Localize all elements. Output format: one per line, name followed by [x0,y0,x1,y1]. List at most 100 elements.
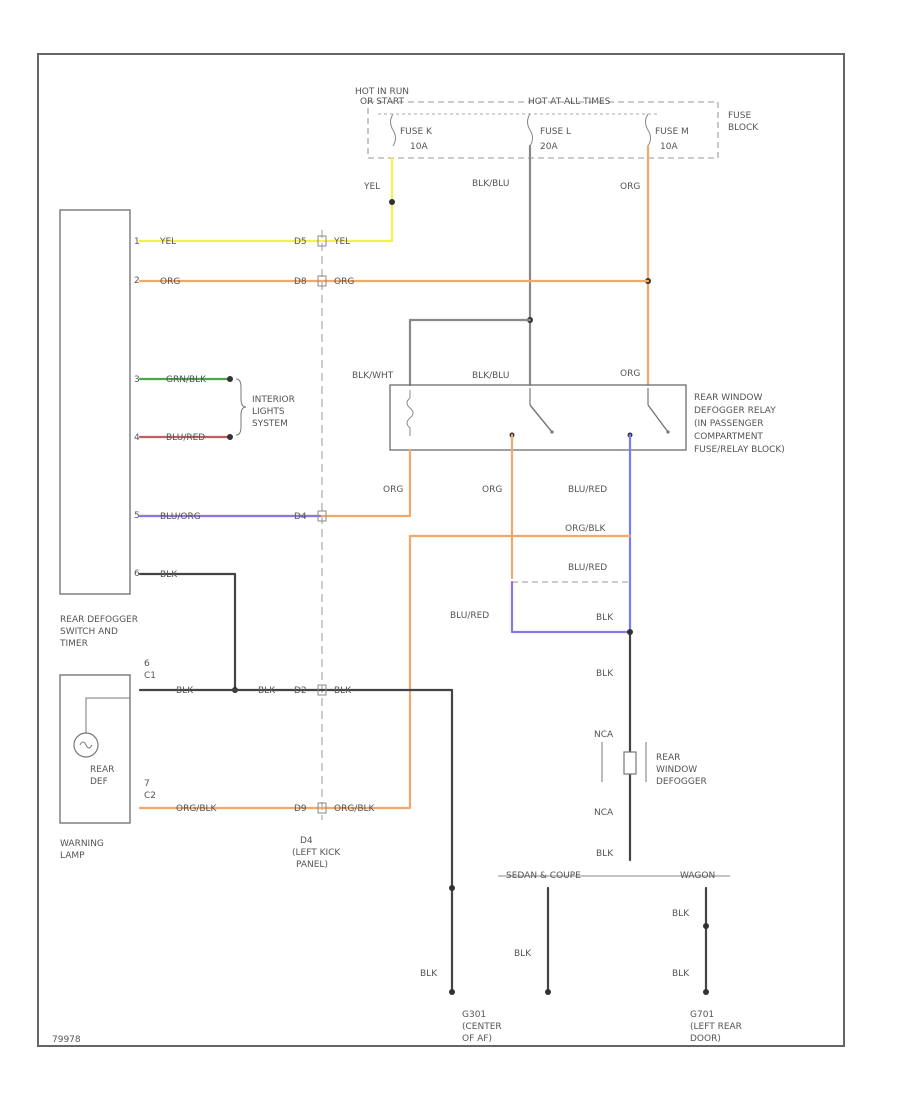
rear-def-label-1: REAR [90,765,114,775]
wire-yel [138,200,394,243]
pin-d9: D9 [294,804,307,814]
rear-defogger-switch-label-2: SWITCH AND [60,627,118,637]
label-yel-1: YEL [159,237,176,247]
interior-lights-label-2: LIGHTS [252,407,285,417]
wire-blk-switch [138,572,237,692]
pin-d8: D8 [294,277,307,287]
rear-window-defogger-element [623,751,637,775]
label-blu-red-interior: BLU/RED [166,433,205,443]
switch-pin-5: 5 [134,511,140,521]
g701-label-1: G701 [690,1010,714,1020]
sedan-label: SEDAN & COUPE [506,871,581,881]
label-grn-blk: GRN/BLK [166,375,207,385]
label-yel-2: YEL [333,237,350,247]
rear-defogger-switch-box [59,209,131,595]
label-blk-6: BLK [672,969,690,979]
rear-window-defogger-label-1: REAR [656,753,680,763]
label-blk-7: BLK [160,570,178,580]
relay-contact-1 [529,388,554,434]
rear-defogger-switch-label-3: TIMER [59,639,88,649]
lamp-pin-c1: C1 [144,671,156,681]
rear-defogger-switch-label-1: REAR DEFOGGER [60,615,138,625]
label-blu-red-1: BLU/RED [568,485,607,495]
label-org-blk-2: ORG/BLK [176,804,218,814]
relay-coil [406,390,414,436]
interior-lights-label-3: SYSTEM [252,419,288,429]
interior-lights-bracket [235,378,247,436]
label-blk-8: BLK [176,686,194,696]
g301-label-1: G301 [462,1010,486,1020]
label-blu-org: BLU/ORG [160,512,201,522]
node-blk-g301-1 [449,885,455,891]
nca-bottom: NCA [594,808,614,818]
wire-blk-wht [408,318,532,387]
node-blk-wagon-2 [703,989,709,995]
fuse-block-hot-at-all-times: HOT AT ALL TIMES [528,97,611,107]
label-blk-wht: BLK/WHT [352,371,394,381]
interior-lights-label-1: INTERIOR [252,395,295,405]
switch-pin-1: 1 [134,237,140,247]
fuse-block-outline [367,101,719,159]
warning-lamp-label-2: LAMP [60,851,85,861]
label-org-4: ORG [334,277,354,287]
d4-label-3: PANEL) [296,860,328,870]
fuse-m-amp: 10A [660,142,678,152]
warning-lamp-filament [79,741,93,749]
warning-lamp-label-1: WARNING [60,839,104,849]
lamp-pin-7: 7 [144,779,150,789]
relay-label-5: FUSE/RELAY BLOCK) [694,445,785,455]
label-blk-11: BLK [420,969,438,979]
label-blk-5: BLK [672,909,690,919]
node-blk-1 [627,629,633,635]
fuse-k-label: FUSE K [400,127,433,137]
label-org-blk-3: ORG/BLK [334,804,376,814]
g701-label-3: DOOR) [690,1034,721,1044]
node-blk-sedan [545,989,551,995]
lamp-pin-c2: C2 [144,791,156,801]
node-blk-wagon-1 [703,923,709,929]
fuse-m-symbol [645,113,651,147]
d4-ticks [317,235,327,814]
fuse-l-amp: 20A [540,142,558,152]
fuse-l-label: FUSE L [540,127,571,137]
node-grn-blk [227,376,233,382]
label-blk-2: BLK [596,669,614,679]
diagram-frame [37,53,845,1047]
label-blk-3: BLK [596,849,614,859]
diagram-code: 79978 [52,1035,81,1045]
label-org-1: ORG [620,182,640,192]
fuse-block-or-start: OR START [360,97,404,107]
switch-pin-6: 6 [134,569,140,579]
d4-label-2: (LEFT KICK [292,848,341,858]
relay-box [389,384,687,451]
label-org-blk-1: ORG/BLK [565,524,607,534]
label-org-2: ORG [620,369,640,379]
pin-d4: D4 [294,512,307,522]
nca-top: NCA [594,730,614,740]
relay-contact-2 [647,388,670,434]
fuse-l-symbol [527,113,533,147]
node-blu-red-interior [227,434,233,440]
fuse-block-hot-in-run: HOT IN RUN [355,87,409,97]
label-blk-blu-1: BLK/BLU [472,179,509,189]
warning-lamp-wire [85,697,130,733]
label-org-5: ORG [383,485,403,495]
fuse-k-symbol [390,113,396,147]
node-yel [389,199,395,205]
switch-pin-2: 2 [134,276,140,286]
d4-label-1: D4 [300,836,313,846]
pin-d5: D5 [294,237,307,247]
fuse-block-label-1: FUSE [728,111,751,121]
switch-pin-3: 3 [134,375,140,385]
g301-label-3: OF AF) [462,1034,492,1044]
relay-label-1: REAR WINDOW [694,393,763,403]
pin-d2: D2 [294,686,307,696]
rear-window-defogger-label-2: WINDOW [656,765,697,775]
relay-label-3: (IN PASSENGER [694,419,764,429]
wire-blk-ground [138,688,454,994]
wire-blu-red-lower [510,580,632,634]
label-blk-1: BLK [596,613,614,623]
wire-org-relay-coil [138,448,412,518]
switch-pin-4: 4 [134,433,140,443]
